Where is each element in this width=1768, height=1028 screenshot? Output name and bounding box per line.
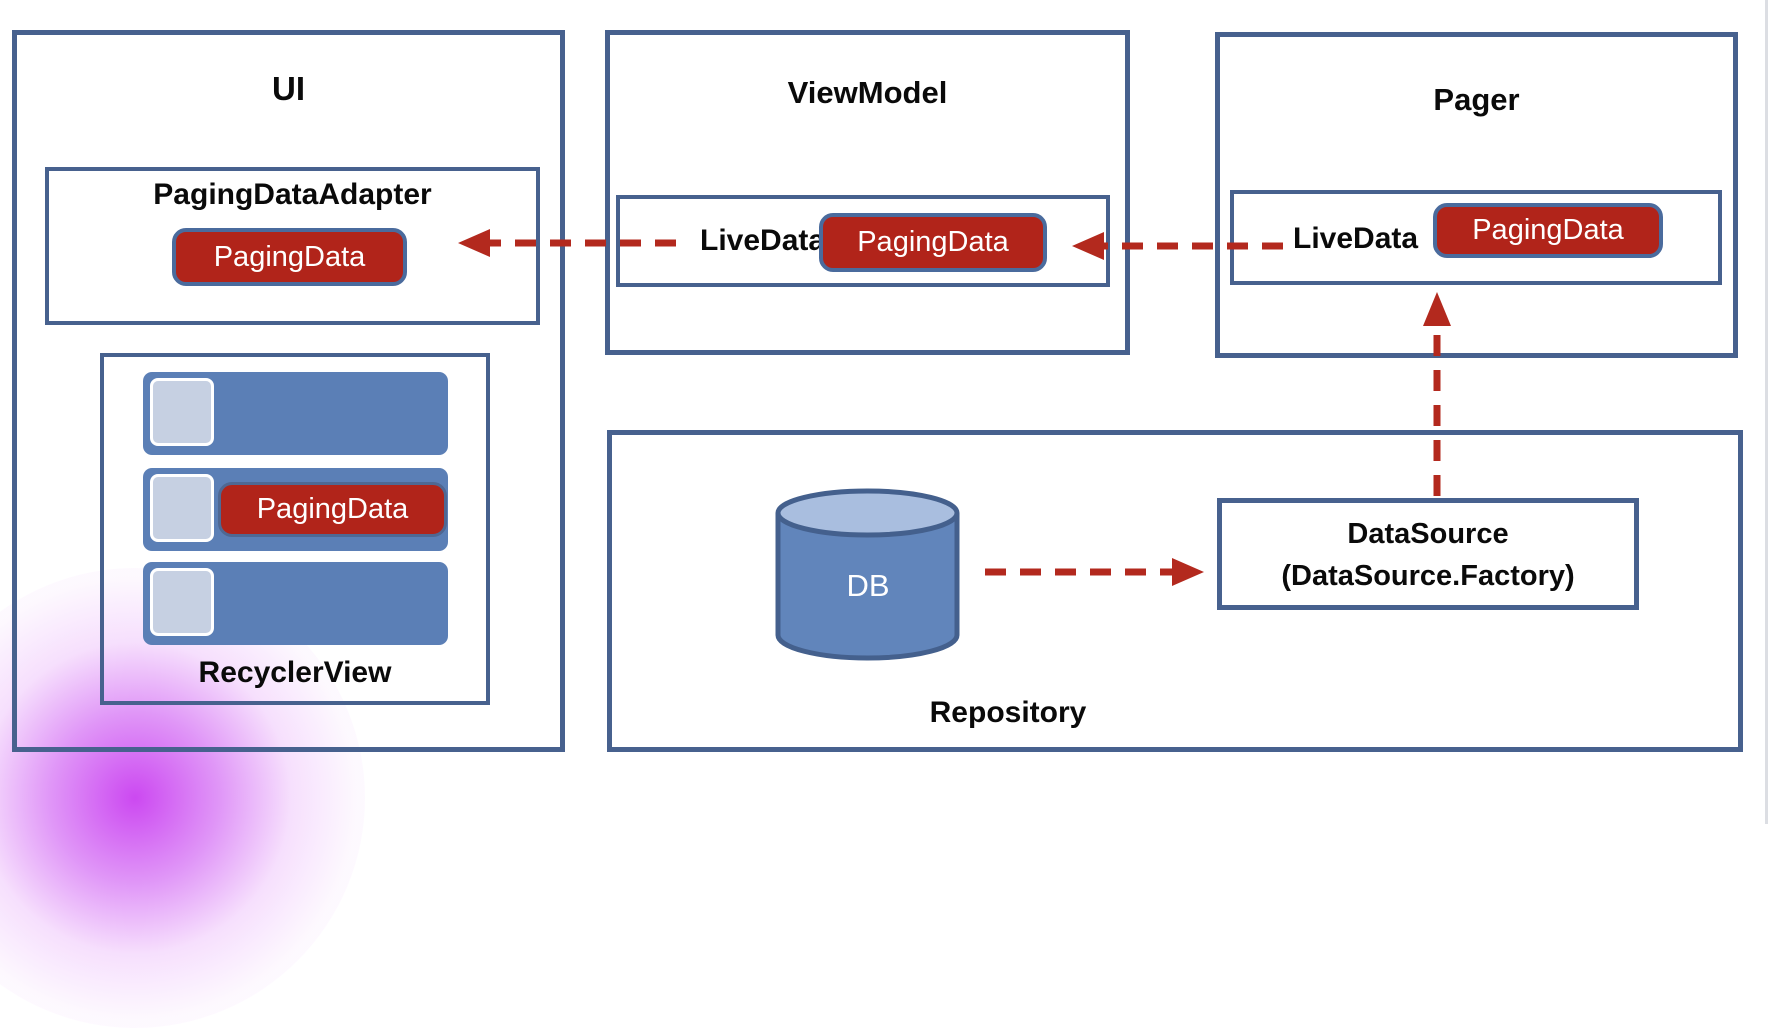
recycler-row-thumb	[150, 378, 214, 446]
viewmodel-box	[605, 30, 1130, 355]
ui-title: UI	[272, 70, 305, 107]
pager-box	[1215, 32, 1738, 358]
recycler-view-box	[100, 353, 490, 705]
recycler-row-thumb	[150, 474, 214, 542]
recycler-row-thumb	[150, 568, 214, 636]
datasource-title-line2: (DataSource.Factory)	[1281, 560, 1575, 592]
db-label: DB	[846, 568, 890, 603]
pager-pagingdata-pill: PagingData	[1433, 203, 1663, 258]
repository-box	[607, 430, 1743, 752]
pager-livedata-label: LiveData	[1293, 222, 1419, 255]
viewmodel-title: ViewModel	[787, 75, 948, 110]
viewmodel-livedata-label: LiveData	[700, 224, 826, 257]
recycler-view-label: RecyclerView	[198, 656, 392, 689]
datasource-title: DataSource (DataSource.Factory)	[1217, 513, 1639, 597]
ui-box	[12, 30, 565, 752]
datasource-title-line1: DataSource	[1347, 518, 1509, 550]
paging-data-adapter-title: PagingDataAdapter	[153, 178, 432, 211]
recycler-row	[143, 562, 448, 645]
pager-livedata-box	[1230, 190, 1722, 285]
datasource-box	[1217, 498, 1639, 610]
recycler-row	[143, 372, 448, 455]
recycler-pagingdata-pill: PagingData	[218, 482, 447, 537]
adapter-pagingdata-pill: PagingData	[172, 228, 407, 286]
viewmodel-pagingdata-pill: PagingData	[819, 213, 1047, 272]
screen-right-edge	[1765, 0, 1768, 824]
pager-title: Pager	[1433, 82, 1520, 117]
repository-title: Repository	[929, 696, 1087, 729]
